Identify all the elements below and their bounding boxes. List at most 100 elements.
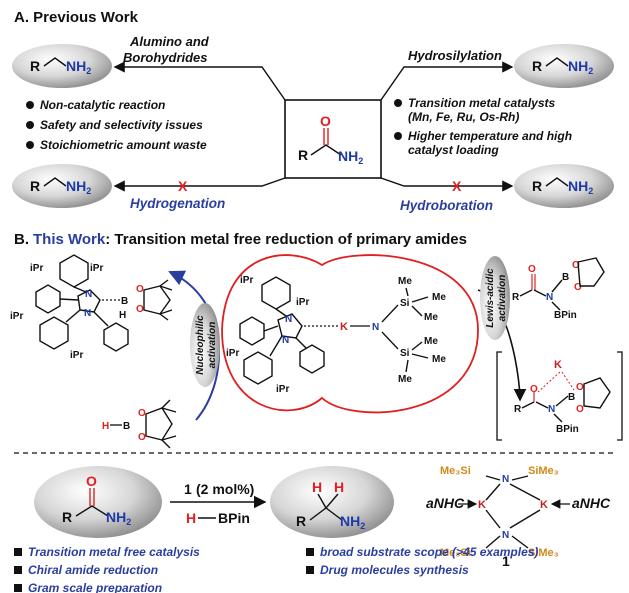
svg-text:Me: Me (432, 292, 446, 303)
svg-text:Transition metal catalysts: Transition metal catalysts (408, 96, 555, 110)
svg-text:Transition metal free catalysi: Transition metal free catalysis (28, 545, 200, 559)
svg-text:R: R (514, 404, 522, 415)
svg-text:iPr: iPr (30, 263, 43, 274)
svg-text:activation: activation (497, 275, 508, 322)
svg-text:1: 1 (502, 553, 510, 569)
svg-text:N: N (502, 530, 509, 541)
svg-text:Higher temperature and high: Higher temperature and high (408, 129, 572, 143)
svg-text:NH2: NH2 (106, 509, 131, 527)
svg-text:iPr: iPr (276, 384, 289, 395)
svg-text:O: O (530, 384, 538, 395)
amine-oval-top-left: R NH2 (12, 44, 112, 88)
svg-text:NH2: NH2 (66, 58, 91, 76)
svg-text:O: O (86, 473, 97, 489)
svg-text:SiMe₃: SiMe₃ (528, 465, 559, 477)
svg-text:H: H (119, 310, 126, 321)
svg-text:R: R (30, 178, 40, 194)
svg-text:H: H (334, 479, 344, 495)
svg-text:aNHC: aNHC (572, 495, 611, 511)
svg-text:R: R (512, 292, 520, 303)
svg-text:iPr: iPr (10, 311, 23, 322)
svg-text:Lewis-acidic: Lewis-acidic (485, 268, 496, 328)
hbpin-reagent: H B O O (102, 399, 177, 449)
svg-text:iPr: iPr (296, 297, 309, 308)
svg-text:O: O (528, 264, 536, 275)
svg-text:(Mn, Fe, Ru, Os-Rh): (Mn, Fe, Ru, Os-Rh) (408, 110, 519, 124)
svg-text:Me: Me (424, 312, 438, 323)
svg-text:catalyst loading: catalyst loading (408, 143, 499, 157)
lewis-oval: Lewis-acidic activation (480, 256, 510, 340)
amine-oval-bottom-product: R H H NH2 (270, 466, 394, 538)
svg-text:Non-catalytic reaction: Non-catalytic reaction (40, 98, 165, 112)
section-a-title: A. Previous Work (14, 9, 139, 26)
svg-text:O: O (576, 404, 584, 415)
svg-text:R: R (532, 58, 542, 74)
svg-text:Gram scale preparation: Gram scale preparation (28, 581, 162, 593)
svg-text:iPr: iPr (226, 348, 239, 359)
svg-text:O: O (138, 432, 146, 443)
svg-text:Stoichiometric amount waste: Stoichiometric amount waste (40, 138, 207, 152)
svg-text:R: R (532, 178, 542, 194)
svg-text:Nucleophilic: Nucleophilic (195, 315, 206, 375)
svg-text:R: R (30, 58, 40, 74)
svg-text:K: K (478, 499, 486, 511)
catalyst-structure: iPr iPr N N iPr iPr K N Si Si Me Me Me M… (226, 275, 446, 395)
cross-hydroboration: X (452, 178, 462, 194)
svg-text:N: N (546, 292, 553, 303)
right-feature-list: broad substrate scope (>45 examples) Dru… (306, 545, 538, 577)
arrow-hydrogenation (113, 177, 286, 192)
svg-text:B: B (121, 296, 128, 307)
svg-text:Si: Si (400, 298, 410, 309)
label-alumino: Alumino and (129, 34, 210, 49)
svg-text:B: B (562, 272, 569, 283)
svg-text:K: K (554, 359, 562, 371)
svg-text:Si: Si (400, 348, 410, 359)
label-hydroboration: Hydroboration (400, 198, 493, 213)
arrow-alumino (113, 61, 286, 101)
svg-text:Me: Me (432, 354, 446, 365)
svg-text:R: R (62, 509, 72, 525)
svg-text:Me: Me (424, 336, 438, 347)
reagent-h: H (186, 510, 196, 526)
svg-text:O: O (574, 282, 582, 293)
amine-oval-top-right: R NH2 (514, 44, 614, 88)
svg-text:N: N (85, 289, 92, 300)
svg-text:Chiral amide reduction: Chiral amide reduction (28, 563, 158, 577)
svg-text:B: B (123, 421, 130, 432)
reagent-bpin: BPin (218, 510, 250, 526)
svg-text:N: N (502, 474, 509, 485)
svg-text:H: H (102, 421, 109, 432)
svg-text:Me₃Si: Me₃Si (440, 465, 471, 477)
svg-text:iPr: iPr (240, 275, 253, 286)
nucleophilic-oval: Nucleophilic activation (190, 303, 220, 387)
catalyst-cloud (221, 254, 479, 414)
svg-text:O: O (572, 260, 580, 271)
svg-text:iPr: iPr (90, 263, 103, 274)
svg-text:N: N (372, 322, 379, 333)
left-bullet-list: Non-catalytic reaction Safety and select… (26, 98, 207, 152)
svg-text:B: B (568, 392, 575, 403)
right-bullet-list: Transition metal catalysts (Mn, Fe, Ru, … (394, 96, 572, 157)
amine-oval-bottom-right: R NH2 (514, 164, 614, 208)
svg-text:activation: activation (207, 322, 218, 369)
amide-bpin-intermediate: R O N B O O BPin (512, 257, 605, 321)
svg-text:Me: Me (398, 276, 412, 287)
arrow-hydroboration (380, 177, 514, 192)
svg-text:O: O (320, 113, 331, 129)
svg-text:Safety and selectivity issues: Safety and selectivity issues (40, 118, 203, 132)
svg-text:aNHC: aNHC (426, 495, 465, 511)
svg-text:NH2: NH2 (568, 178, 593, 196)
svg-text:NH2: NH2 (338, 148, 363, 166)
nhc-boron-adduct: iPr iPr N N iPr iPr B H O O (10, 254, 173, 361)
cross-hydrogenation: X (178, 178, 188, 194)
svg-text:O: O (138, 408, 146, 419)
catalyst-loading: (2 mol%) (196, 481, 254, 497)
amide-box: R O NH2 (284, 99, 382, 179)
svg-text:BPin: BPin (554, 310, 577, 321)
svg-text:H: H (312, 479, 322, 495)
svg-text:Me₃Si: Me₃Si (440, 547, 471, 559)
catalyst-number: 1 (184, 481, 192, 497)
k-bound-transition-state: K R O N B O O BPin (496, 351, 623, 441)
svg-text:R: R (298, 147, 308, 163)
